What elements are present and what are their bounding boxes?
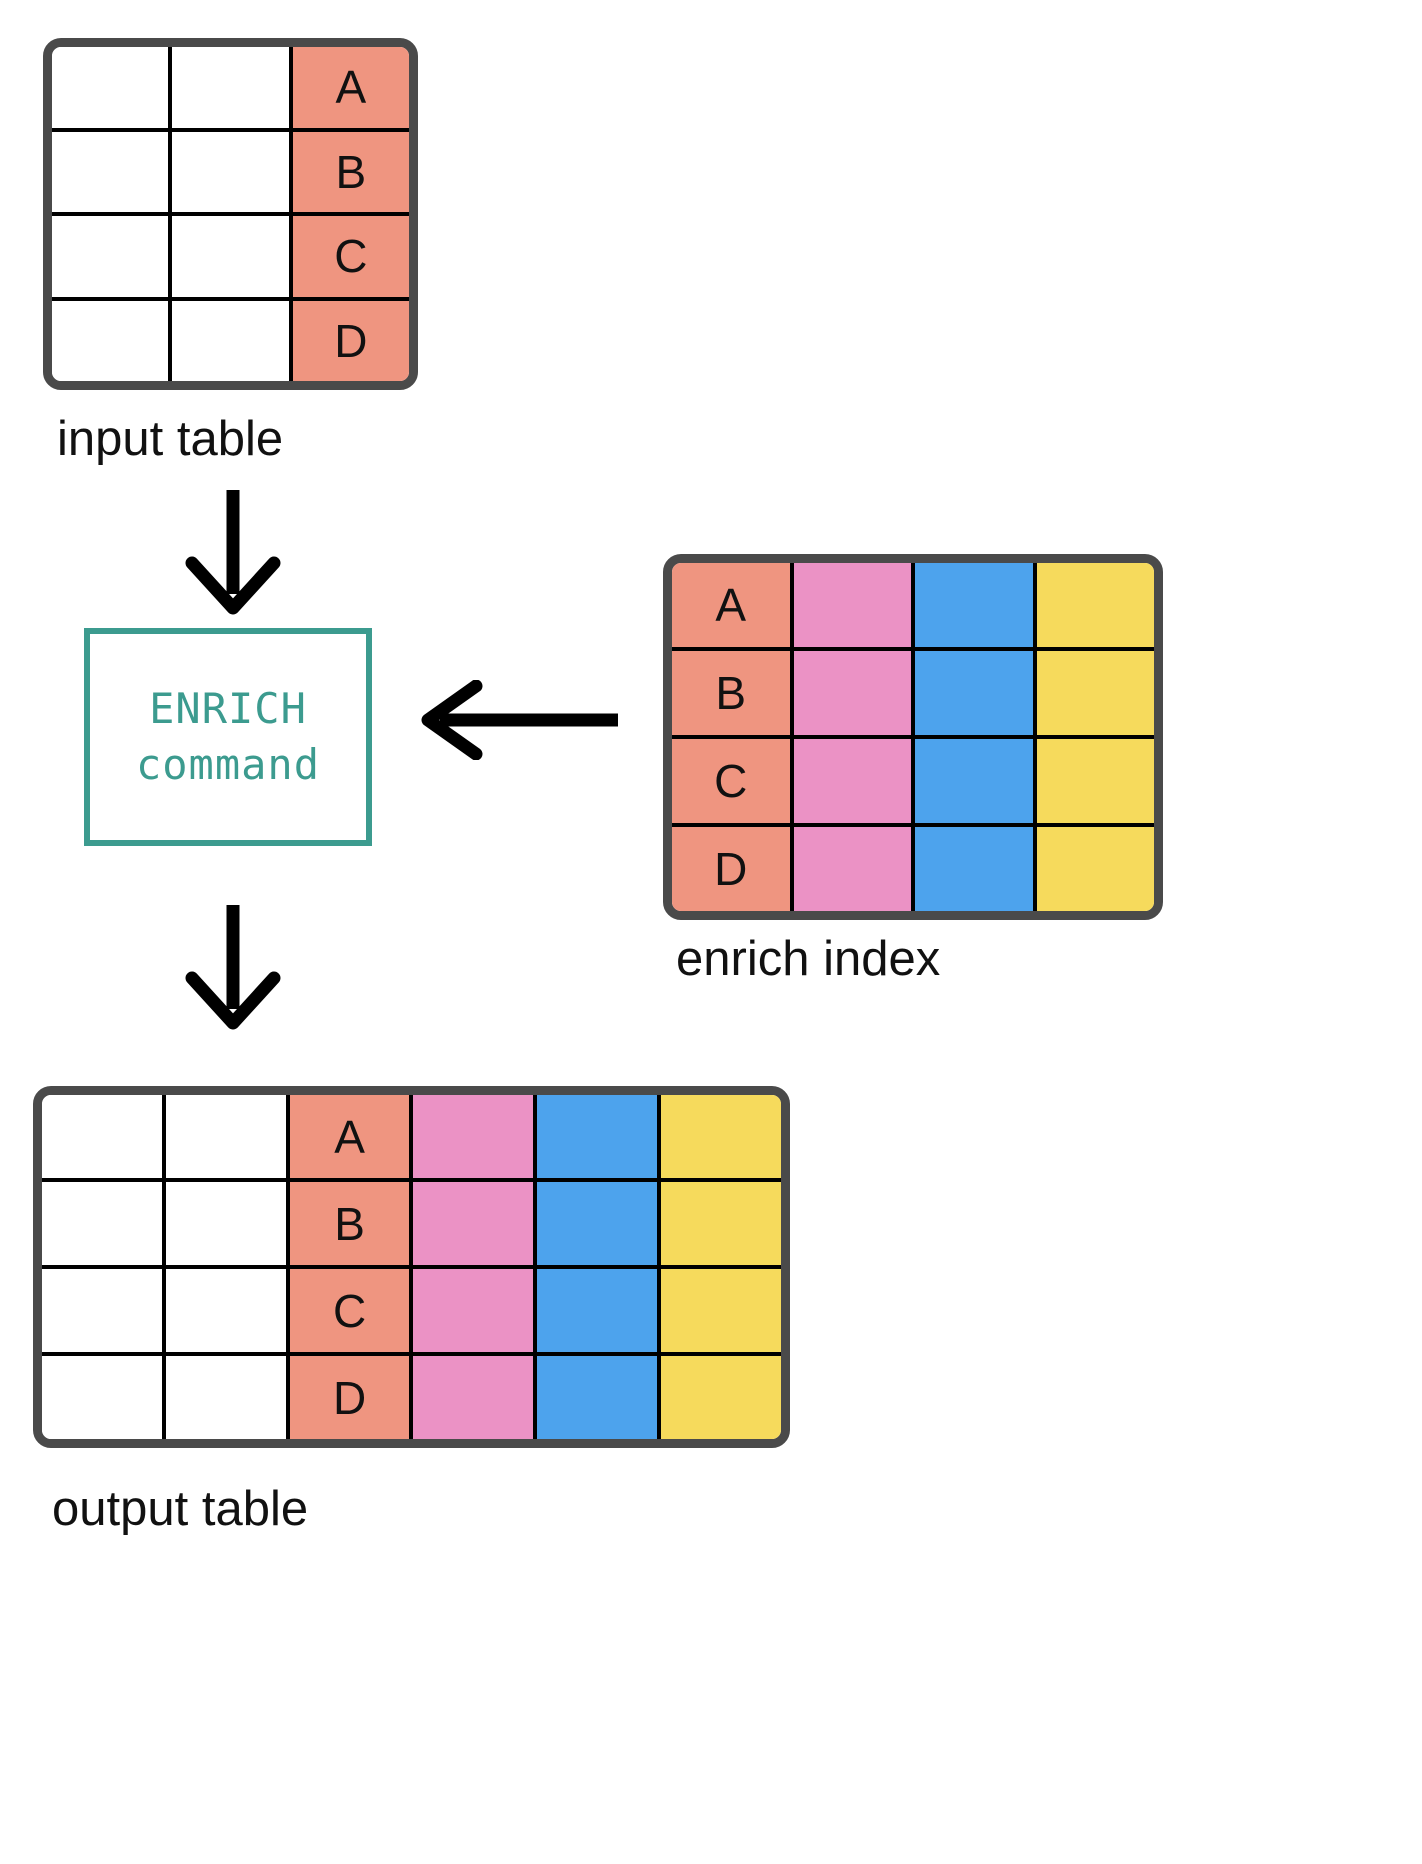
table-row: C (672, 739, 1154, 827)
table-cell (537, 1182, 662, 1265)
table-row: A (42, 1095, 781, 1182)
table-cell (172, 47, 293, 128)
arrow-down-command-to-output (178, 905, 288, 1030)
table-cell (1036, 651, 1154, 735)
output-table-caption: output table (52, 1482, 309, 1536)
table-cell-key: D (292, 300, 409, 381)
table-cell (42, 1182, 166, 1265)
table-cell (793, 651, 915, 735)
table-cell-key: A (289, 1095, 414, 1178)
table-row: B (672, 651, 1154, 739)
table-cell (537, 1269, 662, 1352)
input-table-caption: input table (57, 412, 284, 466)
table-cell (661, 1182, 781, 1265)
table-row: A (672, 563, 1154, 651)
table-cell (915, 651, 1037, 735)
table-cell (413, 1269, 538, 1352)
table-cell (661, 1269, 781, 1352)
table-cell (661, 1356, 781, 1439)
table-cell (165, 1182, 290, 1265)
table-row: B (42, 1182, 781, 1269)
table-cell (537, 1356, 662, 1439)
table-cell (52, 216, 173, 297)
table-cell (1036, 563, 1154, 647)
table-cell (172, 131, 293, 212)
table-cell (413, 1182, 538, 1265)
table-cell (165, 1356, 290, 1439)
table-cell-key: C (289, 1269, 414, 1352)
table-cell-key: B (292, 131, 409, 212)
table-cell (42, 1269, 166, 1352)
table-row: D (672, 827, 1154, 911)
enrich-index-caption: enrich index (676, 932, 941, 986)
table-cell (793, 827, 915, 911)
enrich-command-line-1: ENRICH (149, 683, 307, 733)
table-cell (915, 563, 1037, 647)
table-cell (413, 1356, 538, 1439)
table-row: B (52, 131, 409, 216)
table-cell (172, 300, 293, 381)
table-cell (42, 1095, 166, 1178)
table-cell (172, 216, 293, 297)
table-cell-key: A (292, 47, 409, 128)
table-row: C (42, 1269, 781, 1356)
enrich-command-line-2: command (135, 740, 320, 789)
table-cell (915, 739, 1037, 823)
table-cell (52, 300, 173, 381)
table-row: C (52, 216, 409, 301)
table-cell (42, 1356, 166, 1439)
table-cell (165, 1095, 290, 1178)
table-cell (165, 1269, 290, 1352)
table-cell-key: A (672, 563, 794, 647)
table-cell (915, 827, 1037, 911)
table-cell (1036, 827, 1154, 911)
table-cell (52, 47, 173, 128)
table-cell (661, 1095, 781, 1178)
table-row: D (52, 300, 409, 381)
table-cell-key: C (292, 216, 409, 297)
arrow-down-input-to-command (178, 490, 288, 615)
table-cell-key: C (672, 739, 794, 823)
table-cell-key: B (672, 651, 794, 735)
table-cell (52, 131, 173, 212)
table-cell (537, 1095, 662, 1178)
table-row: A (52, 47, 409, 132)
table-cell-key: B (289, 1182, 414, 1265)
table-cell-key: D (672, 827, 794, 911)
table-cell (1036, 739, 1154, 823)
table-cell (793, 739, 915, 823)
enrich-command-box[interactable]: ENRICH command (84, 628, 372, 846)
table-cell-key: D (289, 1356, 414, 1439)
table-row: D (42, 1356, 781, 1439)
table-cell (413, 1095, 538, 1178)
table-cell (793, 563, 915, 647)
arrow-left-enrich-index-to-command (418, 679, 618, 761)
